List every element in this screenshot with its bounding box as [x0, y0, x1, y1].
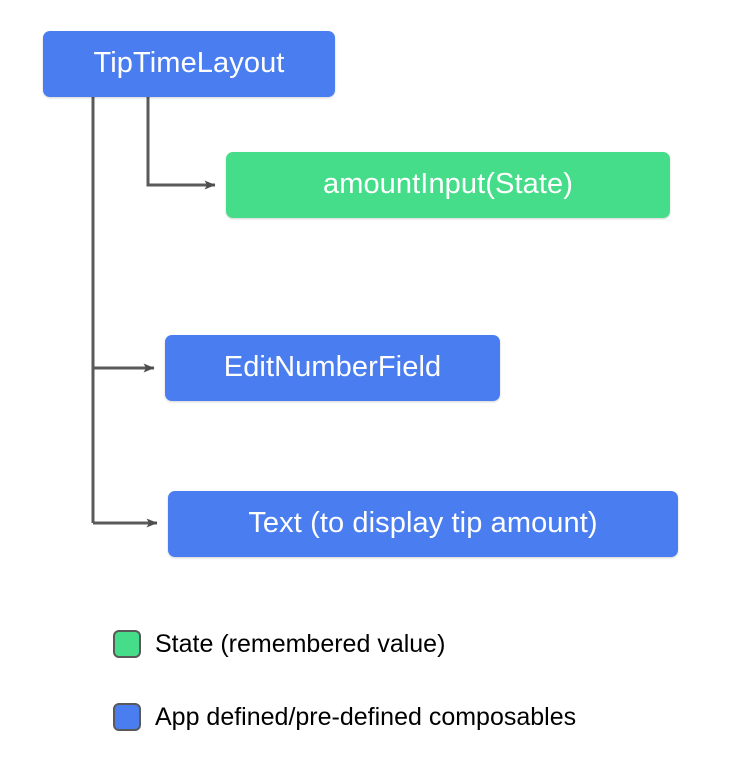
node-tiptimelayout[interactable]: TipTimeLayout [43, 31, 335, 97]
legend-item-state: State (remembered value) [113, 620, 673, 668]
legend-item-composables: App defined/pre-defined composables [113, 693, 673, 741]
legend-label-composables: App defined/pre-defined composables [155, 702, 577, 731]
node-editnumberfield-label: EditNumberField [223, 350, 442, 383]
node-text-display[interactable]: Text (to display tip amount) [168, 491, 678, 557]
legend-swatch-composables-icon [113, 703, 141, 731]
node-editnumberfield[interactable]: EditNumberField [165, 335, 500, 401]
legend-label-state: State (remembered value) [155, 629, 446, 658]
legend-swatch-state-icon [113, 630, 141, 658]
node-amountinput[interactable]: amountInput(State) [226, 152, 670, 218]
edge-tiptimelayout-to-amountinput [146, 97, 216, 190]
node-tiptimelayout-label: TipTimeLayout [93, 46, 285, 79]
node-text-display-label: Text (to display tip amount) [248, 506, 598, 539]
node-amountinput-label: amountInput(State) [322, 167, 574, 200]
legend: State (remembered value) App defined/pre… [113, 620, 673, 741]
